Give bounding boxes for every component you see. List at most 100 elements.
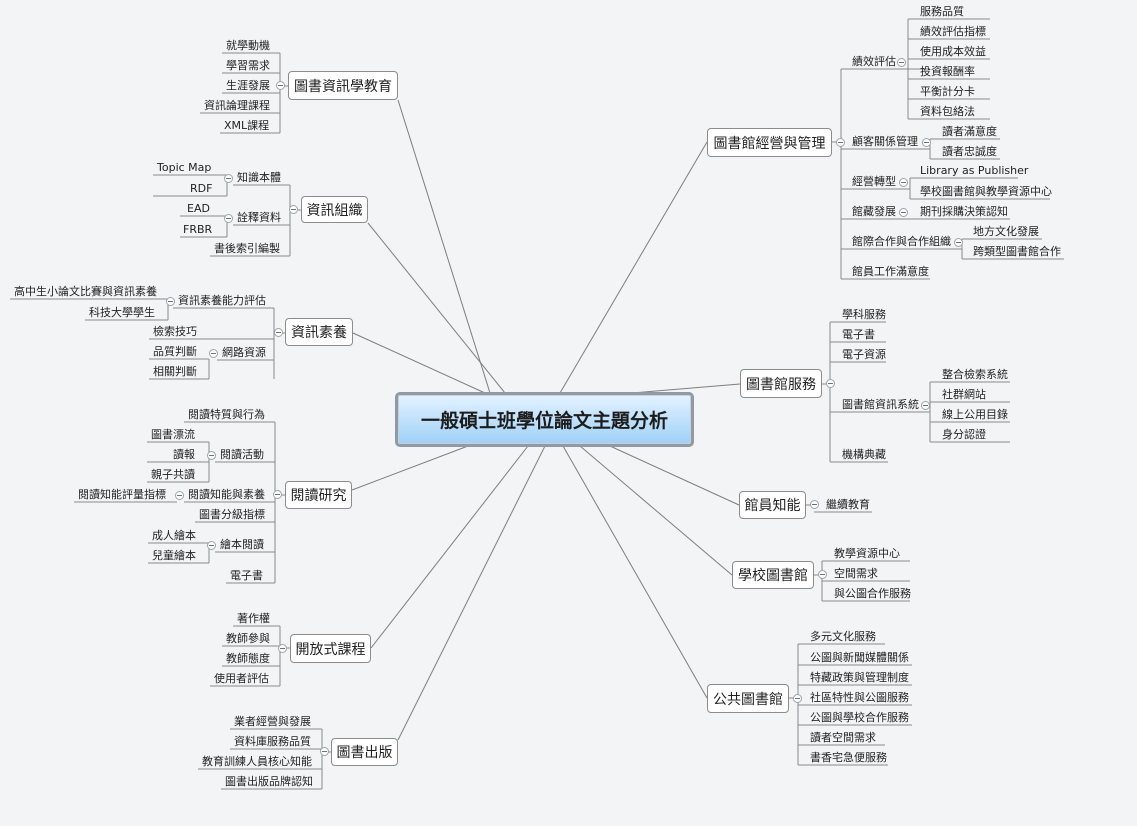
- leaf-rdf[interactable]: RDF: [190, 182, 213, 195]
- leaf-cost-effectiveness[interactable]: 使用成本效益: [920, 45, 986, 58]
- topic-info-literacy[interactable]: 資訊素養: [285, 318, 353, 346]
- subtopic-staff-job-satisfaction[interactable]: 館員工作滿意度: [852, 265, 929, 278]
- collapse-toggle-icon[interactable]: [166, 297, 175, 306]
- leaf-institutional-repository[interactable]: 機構典藏: [842, 448, 886, 461]
- topic-public-libraries[interactable]: 公共圖書館: [707, 684, 789, 713]
- leaf-space-needs[interactable]: 空間需求: [834, 567, 878, 580]
- leaf-adult-picture-books[interactable]: 成人繪本: [152, 529, 196, 542]
- leaf-special-collections-policy[interactable]: 特藏政策與管理制度: [810, 671, 909, 684]
- subtopic-performance-evaluation[interactable]: 績效評估: [852, 55, 896, 68]
- leaf-local-culture-development[interactable]: 地方文化發展: [973, 225, 1039, 238]
- leaf-reading-assessment-indicators[interactable]: 閱讀知能評量指標: [78, 488, 166, 501]
- leaf-training-core-competencies[interactable]: 教育訓練人員核心知能: [202, 755, 312, 768]
- leaf-relevance-judgment[interactable]: 相關判斷: [153, 365, 197, 378]
- leaf-media-relations[interactable]: 公圖與新聞媒體關係: [810, 651, 909, 664]
- subtopic-reading-traits[interactable]: 閱讀特質與行為: [188, 408, 265, 421]
- leaf-back-of-book-indexing[interactable]: 書後索引編製: [214, 242, 280, 255]
- leaf-info-ethics-course[interactable]: 資訊論理課程: [204, 99, 270, 112]
- topic-lis-education[interactable]: 圖書資訊學教育: [288, 71, 398, 100]
- collapse-toggle-icon[interactable]: [207, 541, 216, 550]
- topic-library-services[interactable]: 圖書館服務: [740, 369, 822, 398]
- leaf-industry-management[interactable]: 業者經營與發展: [234, 715, 311, 728]
- subtopic-business-transformation[interactable]: 經營轉型: [852, 175, 896, 188]
- collapse-toggle-icon[interactable]: [921, 401, 930, 410]
- leaf-ebooks[interactable]: 電子書: [842, 328, 875, 341]
- leaf-ead[interactable]: EAD: [187, 202, 210, 215]
- leaf-service-quality[interactable]: 服務品質: [920, 5, 964, 18]
- leaf-teacher-attitude[interactable]: 教師態度: [226, 652, 270, 665]
- leaf-teaching-resource-center[interactable]: 教學資源中心: [834, 547, 900, 560]
- central-topic[interactable]: 一般碩士班學位論文主題分析: [395, 392, 694, 447]
- leaf-multicultural-services[interactable]: 多元文化服務: [810, 630, 876, 643]
- leaf-community-characteristics[interactable]: 社區特性與公圖服務: [810, 691, 909, 704]
- leaf-library-as-publisher[interactable]: Library as Publisher: [920, 164, 1029, 177]
- collapse-toggle-icon[interactable]: [818, 570, 827, 579]
- subtopic-metadata[interactable]: 詮釋資料: [237, 211, 281, 224]
- collapse-toggle-icon[interactable]: [899, 178, 908, 187]
- collapse-toggle-icon[interactable]: [224, 214, 233, 223]
- leaf-enrollment-motivation[interactable]: 就學動機: [226, 39, 270, 52]
- leaf-reader-satisfaction[interactable]: 讀者滿意度: [942, 125, 997, 138]
- subtopic-crm[interactable]: 顧客關係管理: [852, 135, 918, 148]
- leaf-tech-university-students[interactable]: 科技大學學生: [89, 306, 155, 319]
- subtopic-reading-activities[interactable]: 閱讀活動: [220, 448, 264, 461]
- topic-book-publishing[interactable]: 圖書出版: [331, 738, 398, 766]
- subtopic-interlibrary-cooperation[interactable]: 館際合作與合作組織: [852, 235, 951, 248]
- subtopic-graded-reading[interactable]: 圖書分級指標: [199, 508, 265, 521]
- leaf-journal-purchase-decision[interactable]: 期刊採購決策認知: [920, 205, 1008, 218]
- subtopic-reading-literacy[interactable]: 閱讀知能與素養: [188, 488, 265, 501]
- leaf-integrated-search-system[interactable]: 整合檢索系統: [942, 368, 1008, 381]
- leaf-authentication[interactable]: 身分認證: [942, 428, 986, 441]
- leaf-cross-type-library-cooperation[interactable]: 跨類型圖書館合作: [973, 245, 1061, 258]
- leaf-school-library-resource-center[interactable]: 學校圖書館與教學資源中心: [920, 185, 1052, 198]
- leaf-topic-map[interactable]: Topic Map: [157, 161, 212, 174]
- leaf-social-networking-sites[interactable]: 社群網站: [942, 388, 986, 401]
- leaf-book-delivery-service[interactable]: 書香宅急便服務: [810, 751, 887, 764]
- leaf-database-service-quality[interactable]: 資料庫服務品質: [234, 735, 311, 748]
- collapse-toggle-icon[interactable]: [810, 500, 819, 509]
- collapse-toggle-icon[interactable]: [793, 694, 802, 703]
- subtopic-picture-book-reading[interactable]: 繪本閱讀: [220, 538, 264, 551]
- leaf-quality-judgment[interactable]: 品質判斷: [153, 345, 197, 358]
- topic-info-organization[interactable]: 資訊組織: [301, 196, 368, 223]
- leaf-balanced-scorecard[interactable]: 平衡計分卡: [920, 85, 975, 98]
- leaf-newspaper-reading[interactable]: 讀報: [173, 448, 195, 461]
- topic-reading-research[interactable]: 閱讀研究: [285, 481, 352, 509]
- collapse-toggle-icon[interactable]: [278, 644, 287, 653]
- subtopic-literacy-assessment[interactable]: 資訊素養能力評估: [178, 294, 266, 307]
- topic-open-courseware[interactable]: 開放式課程: [290, 634, 371, 663]
- leaf-high-school-essay-contest[interactable]: 高中生小論文比賽與資訊素養: [14, 285, 157, 298]
- collapse-toggle-icon[interactable]: [922, 138, 931, 147]
- leaf-continuing-education[interactable]: 繼續教育: [826, 498, 870, 511]
- collapse-toggle-icon[interactable]: [320, 747, 329, 756]
- leaf-performance-indicators[interactable]: 績效評估指標: [920, 25, 986, 38]
- collapse-toggle-icon[interactable]: [954, 238, 963, 247]
- collapse-toggle-icon[interactable]: [899, 208, 908, 217]
- collapse-toggle-icon[interactable]: [276, 81, 285, 90]
- subtopic-ebooks[interactable]: 電子書: [230, 569, 263, 582]
- collapse-toggle-icon[interactable]: [836, 138, 845, 147]
- subtopic-collection-development[interactable]: 館藏發展: [852, 205, 896, 218]
- collapse-toggle-icon[interactable]: [207, 451, 216, 460]
- topic-librarian-competencies[interactable]: 館員知能: [739, 491, 806, 519]
- topic-school-libraries[interactable]: 學校圖書館: [732, 561, 814, 589]
- collapse-toggle-icon[interactable]: [289, 205, 298, 214]
- leaf-user-evaluation[interactable]: 使用者評估: [214, 672, 269, 685]
- leaf-subject-services[interactable]: 學科服務: [842, 308, 886, 321]
- leaf-parent-child-reading[interactable]: 親子共讀: [151, 468, 195, 481]
- topic-library-management[interactable]: 圖書館經營與管理: [707, 128, 832, 157]
- subtopic-ontology[interactable]: 知識本體: [237, 171, 281, 184]
- leaf-publisher-brand-awareness[interactable]: 圖書出版品牌認知: [225, 775, 313, 788]
- leaf-learning-needs[interactable]: 學習需求: [226, 59, 270, 72]
- subtopic-search-skills[interactable]: 檢索技巧: [153, 325, 197, 338]
- leaf-children-picture-books[interactable]: 兒童繪本: [152, 549, 196, 562]
- leaf-copyright[interactable]: 著作權: [237, 612, 270, 625]
- leaf-data-envelopment-analysis[interactable]: 資料包絡法: [920, 105, 975, 118]
- leaf-reader-loyalty[interactable]: 讀者忠誠度: [942, 145, 997, 158]
- leaf-school-cooperation-services[interactable]: 公圖與學校合作服務: [810, 711, 909, 724]
- leaf-electronic-resources[interactable]: 電子資源: [842, 348, 886, 361]
- leaf-teacher-participation[interactable]: 教師參與: [226, 632, 270, 645]
- leaf-xml-course[interactable]: XML課程: [224, 119, 270, 132]
- collapse-toggle-icon[interactable]: [273, 490, 282, 499]
- collapse-toggle-icon[interactable]: [209, 349, 218, 358]
